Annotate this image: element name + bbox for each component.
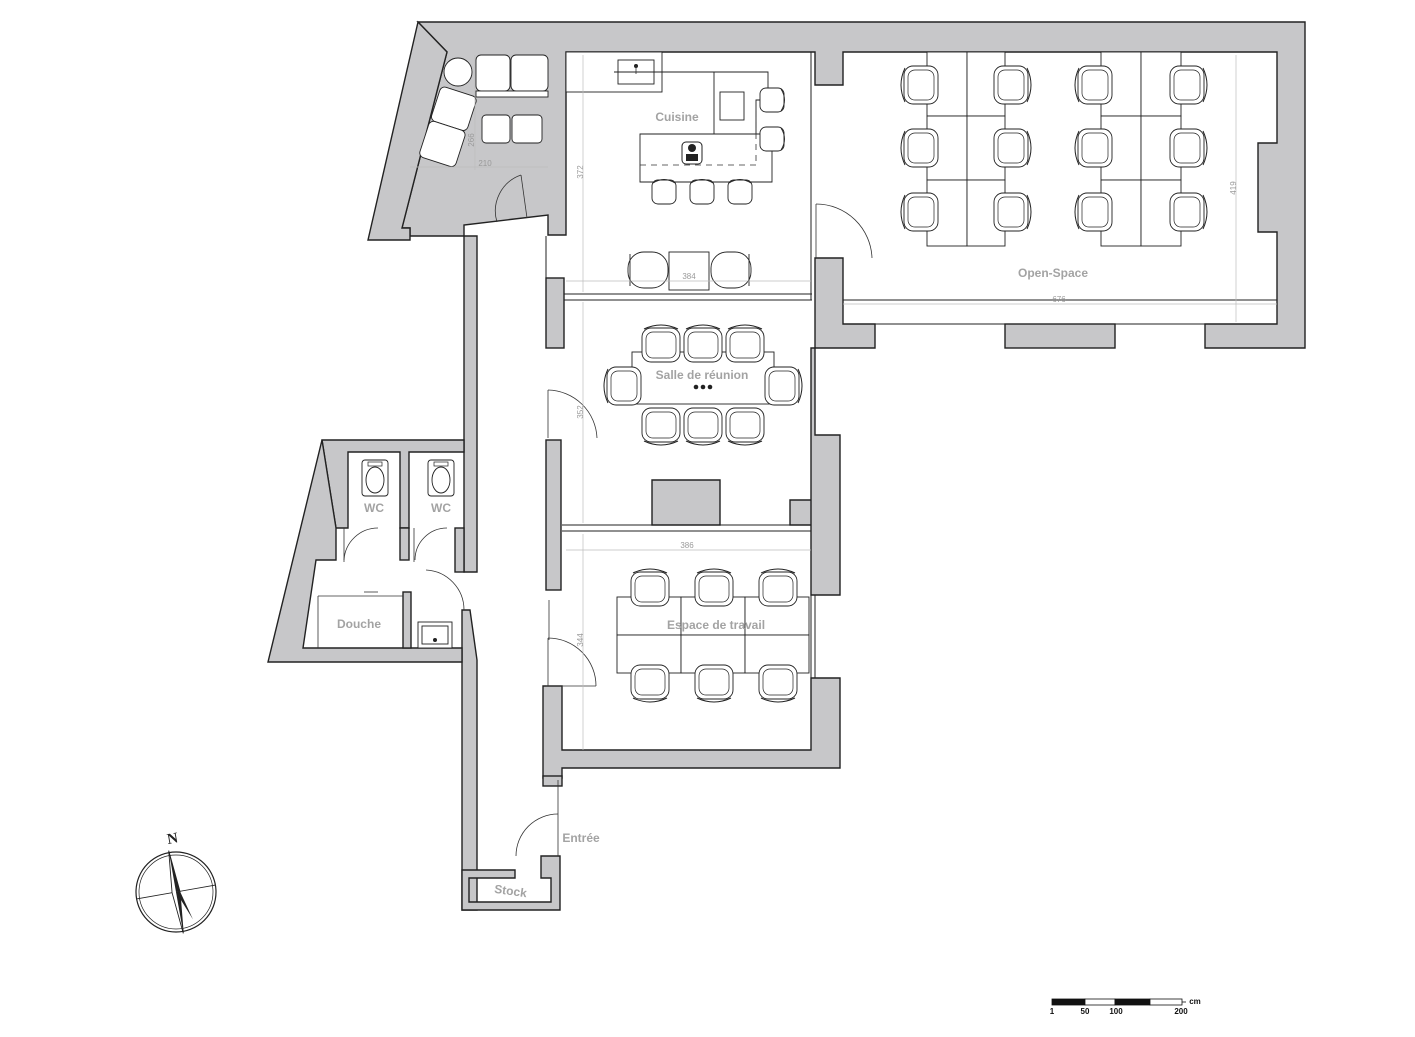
dim-open-space-height: 419: [1229, 181, 1238, 195]
wall-corridor-east-2: [545, 439, 562, 591]
kitchen-furniture: [565, 51, 785, 291]
label-salle-reunion: Salle de réunion: [656, 368, 749, 382]
wall-corridor-west: [463, 235, 478, 573]
scale-tick-100: 100: [1109, 1007, 1123, 1016]
interior-lines: [476, 52, 1277, 678]
label-cuisine: Cuisine: [655, 110, 699, 124]
scale-tick-1: 1: [1050, 1007, 1055, 1016]
scale-tick-200: 200: [1174, 1007, 1188, 1016]
compass-rose-icon: [135, 850, 217, 934]
dim-open-space-width: 676: [1052, 295, 1066, 304]
label-douche: Douche: [337, 617, 381, 631]
label-entree: Entrée: [562, 831, 600, 845]
wall-stock: [461, 855, 561, 911]
dim-work-height: 344: [576, 633, 585, 647]
meeting-furniture: [603, 324, 803, 446]
door-wc-corridor: [425, 569, 465, 611]
wall-corridor-east-1: [545, 277, 565, 349]
scale-tick-50: 50: [1081, 1007, 1090, 1016]
dim-kitchen-width: 384: [682, 272, 696, 281]
compass-north-label: N: [166, 830, 180, 848]
door-lounge: [494, 174, 522, 223]
wc-fixtures: [317, 459, 455, 649]
scale-unit: cm: [1189, 997, 1201, 1006]
label-stock: Stock: [493, 882, 528, 900]
dimension-lines: [410, 55, 1277, 750]
label-espace-travail: Espace de travail: [667, 618, 765, 632]
dim-meeting-height: 352: [576, 405, 585, 419]
dim-kitchen-height: 372: [576, 165, 585, 179]
wall-meeting-south: [651, 479, 721, 526]
wall-douche-divider: [402, 591, 412, 649]
wall-entrance-pier: [542, 775, 563, 787]
wall-wc-divider: [399, 527, 410, 561]
wall-wc-east-pier: [454, 527, 465, 573]
label-open-space: Open-Space: [1018, 266, 1088, 280]
wall-window-pier: [1004, 323, 1116, 349]
wall-wc-west: [267, 439, 463, 663]
door-wc1: [343, 527, 379, 561]
wall-northwest: [367, 20, 448, 241]
door-openspace: [815, 203, 873, 259]
label-wc-2: WC: [431, 501, 451, 515]
dim-work-width: 386: [680, 541, 694, 550]
dim-lounge-height: 266: [467, 133, 476, 147]
open-space-furniture: [900, 51, 1208, 247]
dim-lounge-width: 210: [478, 159, 492, 168]
lounge-furniture: [419, 54, 549, 168]
door-wc2: [414, 527, 448, 561]
workspace-furniture: [616, 568, 810, 703]
door-entrance: [515, 813, 559, 857]
scale-bar: [1051, 998, 1186, 1006]
wall-open-space-south: [814, 257, 876, 349]
wall-corridor-west-lower: [461, 609, 478, 911]
label-wc-1: WC: [364, 501, 384, 515]
doors: [343, 174, 873, 857]
door-workspace: [547, 637, 597, 687]
door-meeting: [547, 389, 598, 439]
